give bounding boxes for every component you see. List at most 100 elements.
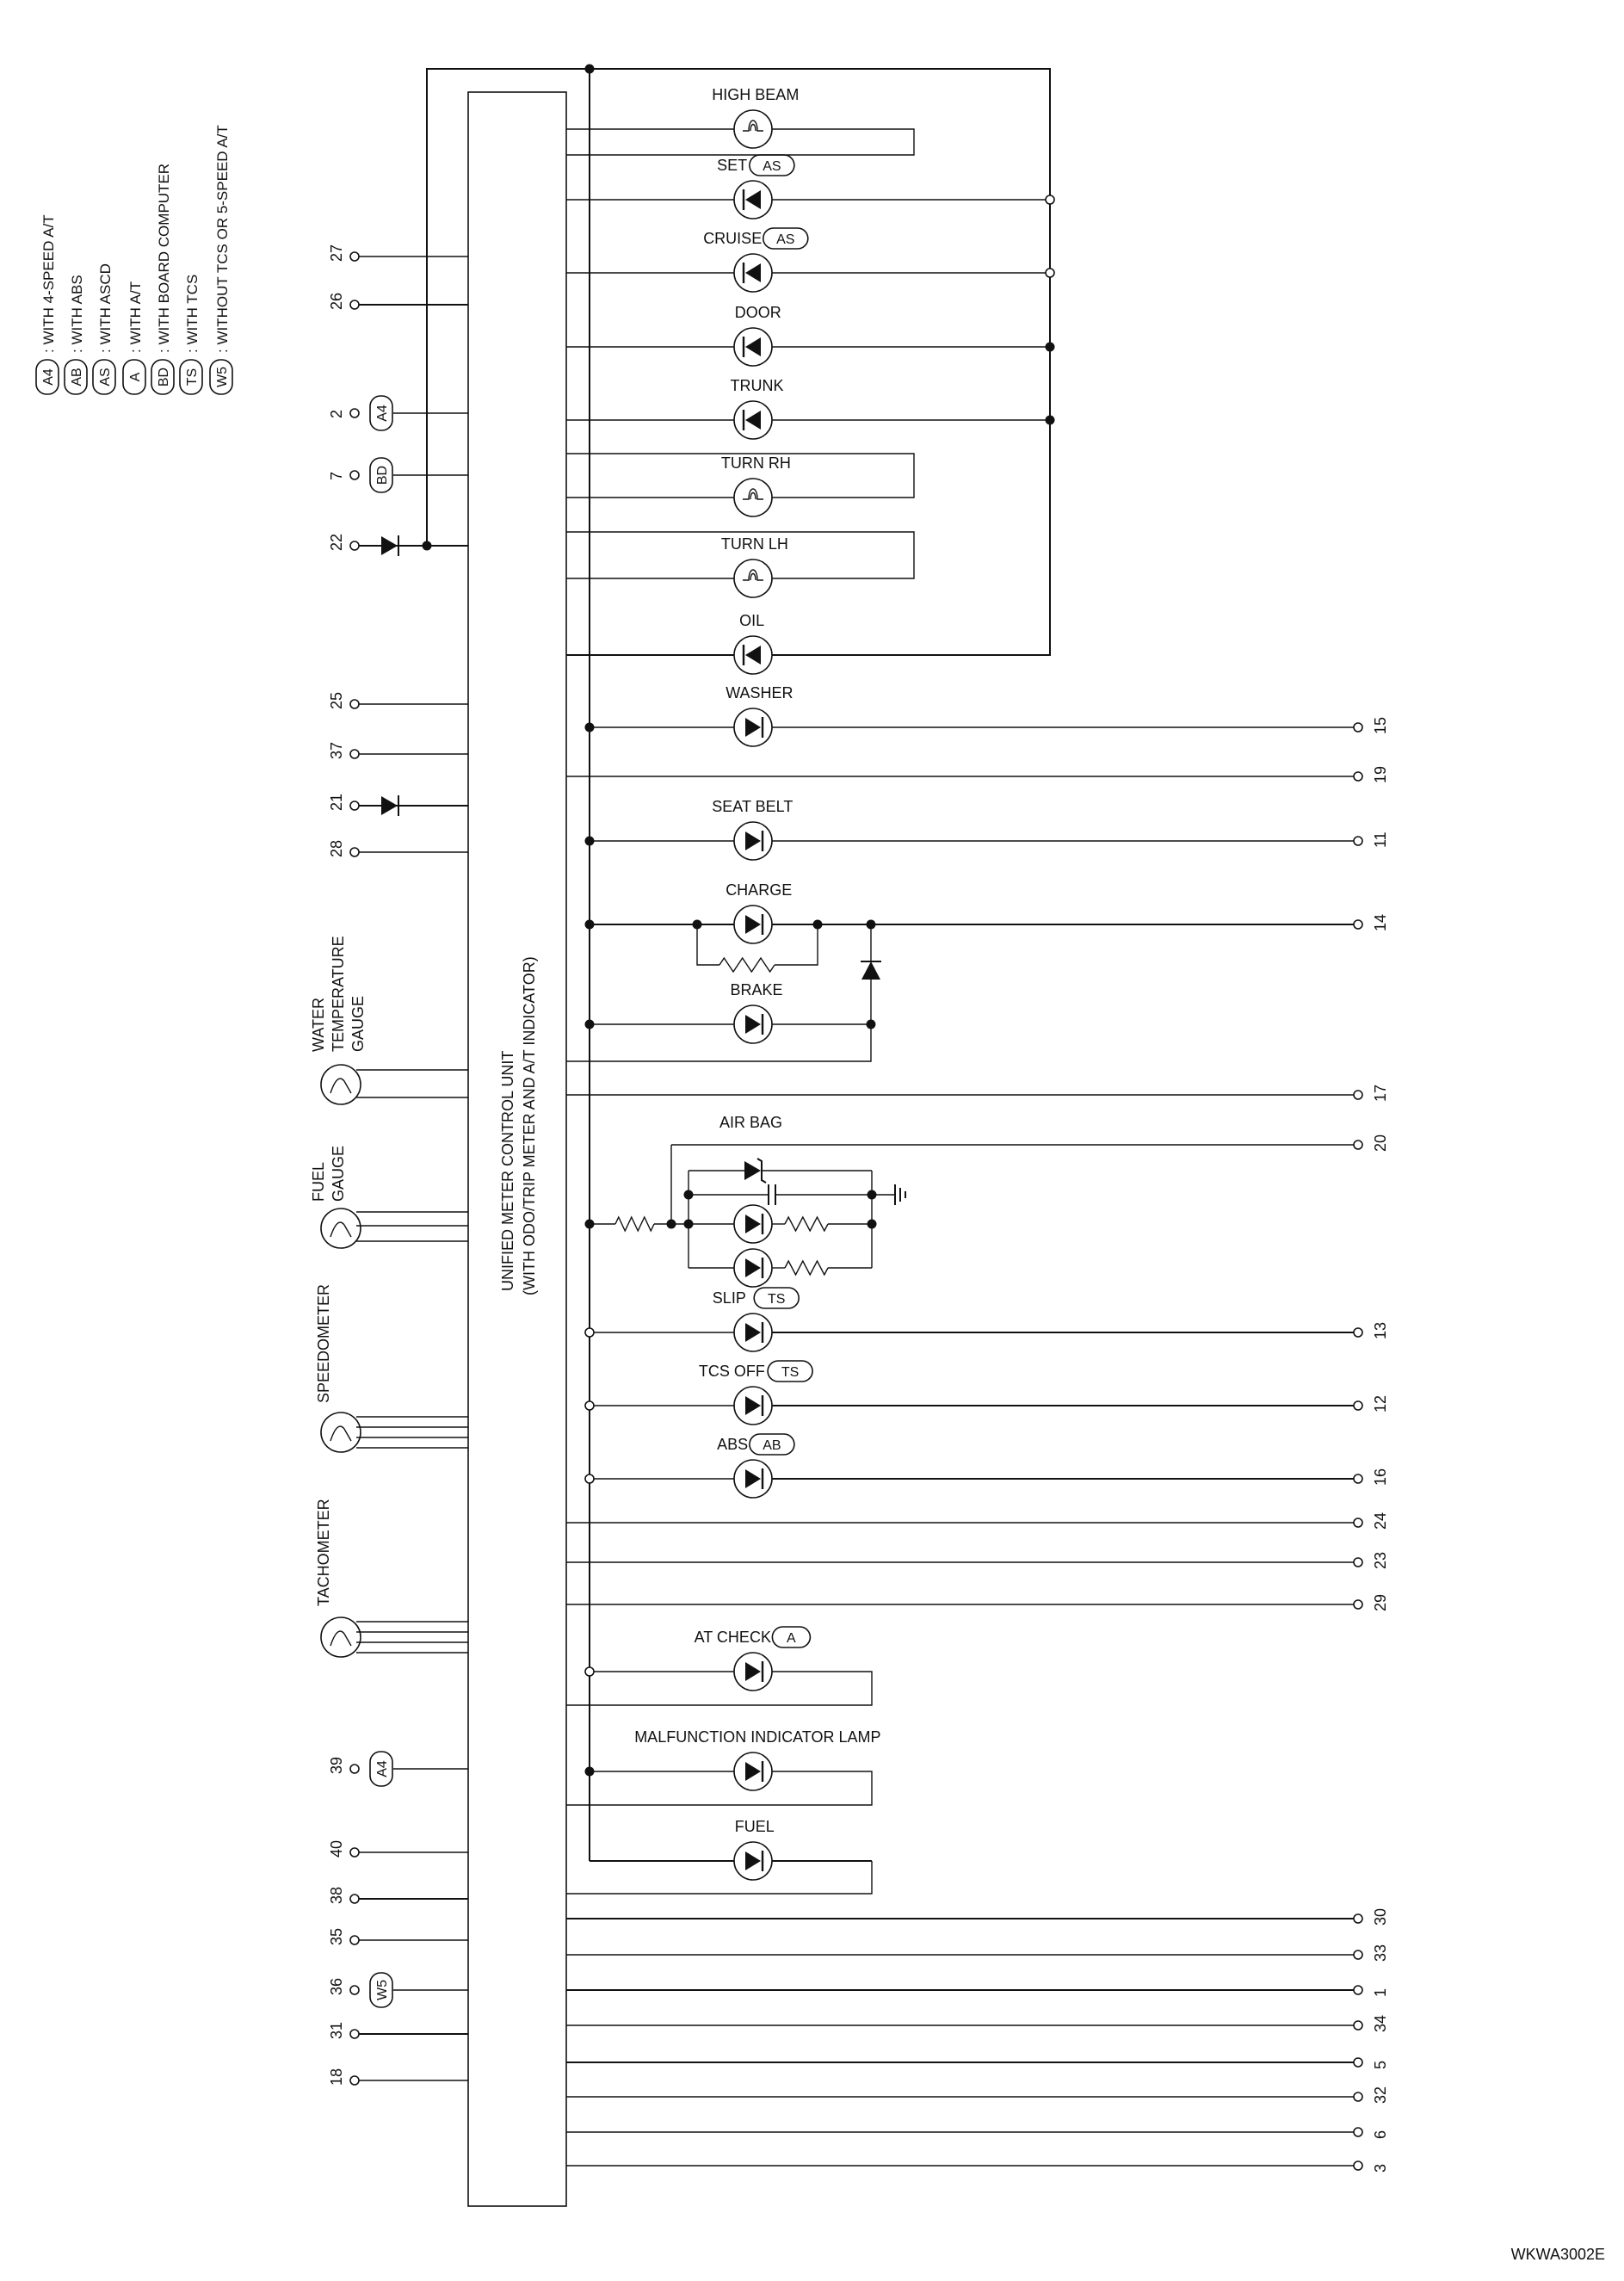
option-tag-code: BD [375, 466, 390, 485]
pin-label-left-39: 39 [328, 1757, 345, 1774]
pin-label-right-1: 1 [1372, 1988, 1389, 1997]
option-tag-set: AS [749, 154, 795, 176]
pin-label-right-5: 5 [1372, 2061, 1389, 2069]
terminal-left-27 [349, 251, 360, 262]
indicator-label-tcs-off: TCS OFF [699, 1363, 765, 1380]
pin-label-left-22: 22 [328, 534, 345, 551]
gauge-circle [320, 1412, 361, 1453]
indicator-label-malfunction-indicator-lamp: MALFUNCTION INDICATOR LAMP [634, 1728, 880, 1746]
bulb-filament [750, 491, 756, 500]
air-bag-node [867, 1190, 877, 1200]
option-tag-code: A4 [375, 1760, 390, 1777]
terminal-left-37 [349, 749, 360, 759]
legend-text-w5: : WITHOUT TCS OR 5-SPEED A/T [214, 125, 231, 353]
diode-triangle [745, 646, 761, 665]
control-unit-subtitle: (WITH ODO/TRIP METER AND A/T INDICATOR) [521, 956, 538, 1295]
legend-tag-ab: AB [64, 359, 88, 395]
option-tag-tcs-off: TS [767, 1360, 813, 1382]
terminal-left-38 [349, 1894, 360, 1904]
high-beam-return [566, 128, 915, 156]
charge-bus-junction [584, 919, 595, 930]
terminal-right-17 [1353, 1090, 1363, 1100]
option-tag-code: A [787, 1631, 796, 1646]
option-tag-outline [92, 359, 116, 395]
terminal-right-14 [1353, 919, 1363, 930]
terminal-left-2 [349, 408, 360, 418]
brake-junction [866, 1019, 876, 1029]
bulb-high-beam [733, 109, 773, 149]
indicator-label-abs: ABS [717, 1436, 748, 1453]
option-tag-outline [369, 1751, 393, 1787]
gauge-circle [320, 1208, 361, 1249]
indicator-label-at-check: AT CHECK [695, 1629, 771, 1646]
pin-label-left-26: 26 [328, 293, 345, 310]
indicator-label-turn-lh: TURN LH [721, 535, 788, 553]
pin-label-right-6: 6 [1372, 2130, 1389, 2139]
brake-return [566, 980, 872, 1062]
bulb-turn-rh [733, 478, 773, 517]
option-tag-outline [369, 1972, 393, 2008]
diode-triangle [745, 831, 761, 850]
led-malfunction-indicator-lamp [733, 1752, 773, 1791]
terminal-right-6 [1353, 2127, 1363, 2137]
diode-triangle [745, 1662, 761, 1681]
option-tag-outline [122, 359, 146, 395]
indicator-label-seat-belt: SEAT BELT [712, 798, 793, 815]
terminal-right-15 [1353, 722, 1363, 733]
set-junction [1045, 195, 1055, 205]
charge-resistor-lead [696, 924, 719, 966]
option-tag-outline [749, 1433, 795, 1456]
diode-triangle [745, 337, 761, 356]
indicator-label-cruise: CRUISE [703, 230, 762, 247]
mil-return [566, 1771, 873, 1806]
pin-label-right-14: 14 [1372, 914, 1389, 931]
bulb-filament [750, 123, 756, 132]
air-bag-led-2-resistor [784, 1259, 829, 1276]
bulb-turn-lh [733, 559, 773, 598]
option-tag-code: A [128, 372, 143, 381]
terminal-right-30 [1353, 1913, 1363, 1924]
indicator-label-air-bag: AIR BAG [719, 1114, 782, 1131]
legend-tag-a: A [122, 359, 146, 395]
water-temperature-gauge-symbol [320, 1064, 361, 1105]
option-tag-slip: TS [753, 1287, 800, 1309]
top-power-rail [426, 68, 1051, 656]
diode-triangle [745, 1396, 761, 1415]
speedometer-label: SPEEDOMETER [315, 1284, 332, 1403]
indicator-label-door: DOOR [735, 304, 781, 321]
diode-pin-22 [381, 536, 398, 555]
terminal-left-36 [349, 1985, 360, 1995]
speedometer-symbol [320, 1412, 361, 1453]
diode-triangle [745, 1469, 761, 1488]
pin-label-right-17: 17 [1372, 1085, 1389, 1102]
pin-label-right-16: 16 [1372, 1468, 1389, 1486]
legend-text-a: : WITH A/T [127, 281, 144, 353]
brake-diode [861, 961, 880, 980]
terminal-left-35 [349, 1935, 360, 1945]
led-fuel [733, 1841, 773, 1881]
pin-label-left-25: 25 [328, 692, 345, 709]
terminal-left-39 [349, 1764, 360, 1774]
pin-label-left-40: 40 [328, 1840, 345, 1858]
pin-label-right-19: 19 [1372, 766, 1389, 783]
option-tag-code: AS [763, 159, 781, 174]
pin-label-right-32: 32 [1372, 2086, 1389, 2104]
tachometer-symbol [320, 1616, 361, 1658]
indicator-label-turn-rh: TURN RH [721, 454, 791, 472]
option-tag-code: TS [768, 1292, 785, 1307]
option-tag-code: A4 [375, 405, 390, 422]
pin-label-right-15: 15 [1372, 717, 1389, 734]
bulb-filament [750, 572, 756, 581]
charge-resistor [719, 956, 775, 974]
water-temperature-gauge-label: TEMPERATURE [330, 936, 347, 1052]
option-tag-code: AS [776, 232, 794, 247]
pin-label-left-28: 28 [328, 840, 345, 857]
abs-bus-terminal [584, 1474, 595, 1484]
gauge-circle [320, 1064, 361, 1105]
pin-label-right-12: 12 [1372, 1395, 1389, 1412]
charge-resistor-lead [775, 924, 818, 966]
option-tag-outline [35, 359, 59, 395]
led-set [733, 180, 773, 219]
terminal-right-16 [1353, 1474, 1363, 1484]
